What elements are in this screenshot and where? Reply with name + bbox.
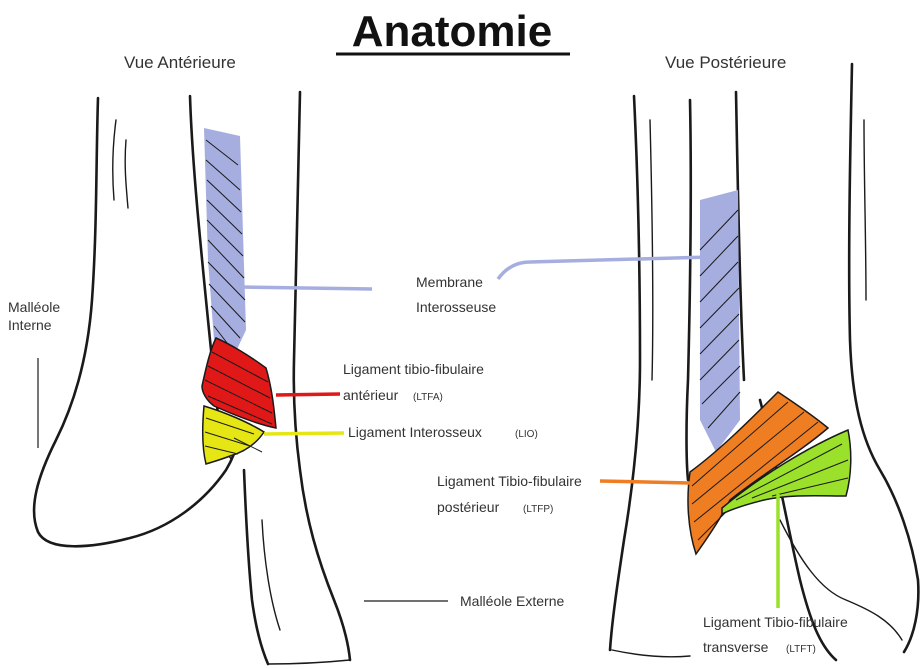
membrane-label-line2: Interosseuse (416, 299, 496, 315)
ltfa-label-line1: Ligament tibio-fibulaire (343, 361, 484, 377)
fibula-medial-edge-posterior (687, 100, 691, 480)
ltft-abbreviation: (LTFT) (786, 644, 816, 655)
posterior-view-heading: Vue Postérieure (665, 53, 786, 72)
ltfa-abbreviation: (LTFA) (413, 392, 443, 403)
ltfp-label-line1: Ligament Tibio-fibulaire (437, 473, 582, 489)
lio-label: Ligament Interosseux (348, 424, 482, 440)
anterior-ankle-illustration (34, 92, 350, 664)
ltfa-label-line2: antérieur (343, 387, 399, 403)
fibula-medial-edge-anterior (244, 470, 268, 664)
ltft-label-line1: Ligament Tibio-fibulaire (703, 614, 848, 630)
ltfp-abbreviation: (LTFP) (523, 504, 553, 515)
diagram-title: Anatomie (352, 7, 552, 56)
tibia-lateral-edge-posterior (849, 64, 918, 652)
ltfp-label-line2: postérieur (437, 499, 500, 515)
ltft-label-line2: transverse (703, 639, 769, 655)
fibula-outline-posterior (610, 96, 640, 650)
ltfp-leader (600, 481, 690, 483)
lio-abbreviation: (LIO) (515, 429, 538, 440)
ltfa-leader (276, 394, 340, 395)
lio-leader (264, 433, 344, 434)
malleole-interne-label-line1: Malléole (8, 299, 60, 315)
membrane-leader-anterior (240, 287, 372, 289)
posterior-ankle-illustration (610, 64, 918, 660)
interosseous-membrane-anterior (204, 128, 246, 360)
membrane-leader-posterior (498, 257, 710, 279)
fibula-outline-anterior (294, 92, 350, 660)
anterior-view-heading: Vue Antérieure (124, 53, 236, 72)
malleole-externe-label: Malléole Externe (460, 593, 564, 609)
malleole-interne-label-line2: Interne (8, 317, 52, 333)
membrane-label-line1: Membrane (416, 274, 483, 290)
